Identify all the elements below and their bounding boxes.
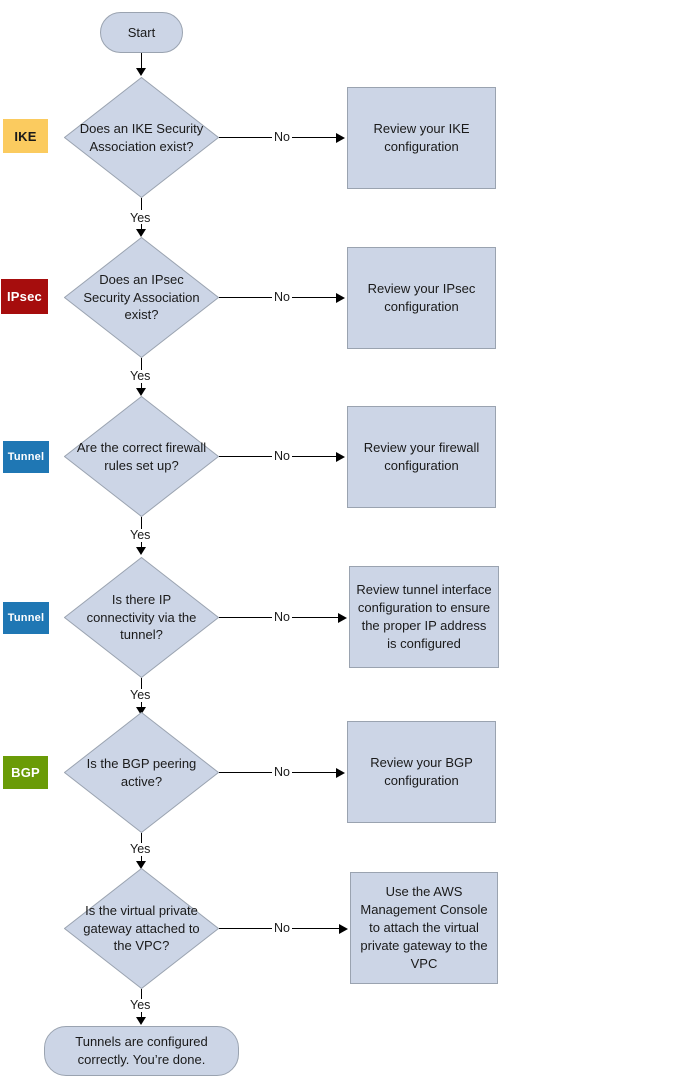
badge-ike-label: IKE: [14, 128, 37, 144]
arrowhead-right-ipsec-no: [336, 293, 345, 303]
edge-label-bgp-no: No: [272, 765, 292, 779]
action-firewall-label: Review your firewall configuration: [363, 439, 480, 473]
edge-label-ipconn-yes: Yes: [128, 688, 153, 702]
action-review-ipsec-configuration: Review your IPsec configuration: [347, 247, 496, 349]
arrowhead-down-ipconn: [136, 547, 146, 555]
connector-ipconn-yes-a: [141, 678, 142, 690]
action-ike-label: Review your IKE configuration: [373, 120, 470, 154]
action-ipconn-label: Review tunnel interface configuration to…: [356, 581, 492, 652]
diamond-shape-icon: [64, 77, 219, 198]
decision-firewall-rules: Are the correct firewall rules set up?: [64, 396, 219, 517]
action-ipsec-label: Review your IPsec configuration: [367, 280, 476, 314]
connector-ipconn-yes-b: [141, 702, 142, 711]
diamond-shape-icon: [64, 712, 219, 833]
start-node-label: Start: [127, 24, 156, 40]
arrowhead-down-end: [136, 1017, 146, 1025]
decision-ip-connectivity: Is there IP connectivity via the tunnel?: [64, 557, 219, 678]
arrowhead-down-ike: [136, 68, 146, 76]
connector-ipsec-yes-a: [141, 358, 142, 370]
connector-ipsec-yes-b: [141, 383, 142, 392]
diamond-shape-icon: [64, 237, 219, 358]
connector-firewall-yes-a: [141, 517, 142, 529]
connector-bgp-yes-b: [141, 856, 142, 865]
arrowhead-right-ike-no: [336, 133, 345, 143]
arrowhead-down-firewall: [136, 388, 146, 396]
action-review-tunnel-interface-configuration: Review tunnel interface configuration to…: [349, 566, 499, 668]
badge-tunnel-1: Tunnel: [3, 441, 49, 473]
connector-start-to-ike: [141, 53, 142, 70]
arrowhead-down-bgp: [136, 707, 146, 715]
edge-label-vgw-yes: Yes: [128, 998, 153, 1012]
edge-label-ipsec-no: No: [272, 290, 292, 304]
action-bgp-label: Review your BGP configuration: [370, 754, 473, 788]
action-review-bgp-configuration: Review your BGP configuration: [347, 721, 496, 823]
connector-ike-yes-a: [141, 198, 142, 210]
diamond-shape-icon: [64, 557, 219, 678]
connector-vgw-yes-b: [141, 1012, 142, 1021]
action-review-ike-configuration: Review your IKE configuration: [347, 87, 496, 189]
connector-ike-yes-b: [141, 224, 142, 233]
arrowhead-down-vgw: [136, 861, 146, 869]
arrowhead-down-ipsec: [136, 229, 146, 237]
connector-bgp-yes-a: [141, 833, 142, 845]
connector-firewall-yes-b: [141, 542, 142, 551]
badge-bgp: BGP: [3, 756, 48, 789]
decision-ike: Does an IKE Security Association exist?: [64, 77, 219, 198]
decision-vgw-attached: Is the virtual private gateway attached …: [64, 868, 219, 989]
arrowhead-right-firewall-no: [336, 452, 345, 462]
badge-tunnel-2: Tunnel: [3, 602, 49, 634]
edge-label-ipconn-no: No: [272, 610, 292, 624]
edge-label-bgp-yes: Yes: [128, 842, 153, 856]
edge-label-ike-no: No: [272, 130, 292, 144]
connector-vgw-yes-a: [141, 989, 142, 1001]
badge-tunnel-2-label: Tunnel: [7, 612, 45, 624]
badge-ipsec-label: IPsec: [7, 289, 42, 304]
arrowhead-right-bgp-no: [336, 768, 345, 778]
badge-tunnel-1-label: Tunnel: [7, 451, 45, 463]
decision-bgp-peering: Is the BGP peering active?: [64, 712, 219, 833]
edge-label-ipsec-yes: Yes: [128, 369, 153, 383]
decision-ipsec: Does an IPsec Security Association exist…: [64, 237, 219, 358]
start-node: Start: [100, 12, 183, 53]
action-review-firewall-configuration: Review your firewall configuration: [347, 406, 496, 508]
end-node-label: Tunnels are configured correctly. You’re…: [75, 1034, 208, 1067]
diamond-shape-icon: [64, 396, 219, 517]
badge-ipsec: IPsec: [1, 279, 48, 314]
edge-label-ike-yes: Yes: [128, 211, 153, 225]
badge-bgp-label: BGP: [11, 765, 40, 780]
badge-ike: IKE: [3, 119, 48, 153]
edge-label-firewall-yes: Yes: [128, 528, 153, 542]
end-node: Tunnels are configured correctly. You’re…: [44, 1026, 239, 1076]
arrowhead-right-vgw-no: [339, 924, 348, 934]
edge-label-firewall-no: No: [272, 449, 292, 463]
edge-label-vgw-no: No: [272, 921, 292, 935]
action-vgw-label: Use the AWS Management Console to attach…: [360, 883, 488, 972]
action-attach-vgw-to-vpc: Use the AWS Management Console to attach…: [350, 872, 498, 984]
diamond-shape-icon: [64, 868, 219, 989]
arrowhead-right-ipconn-no: [338, 613, 347, 623]
